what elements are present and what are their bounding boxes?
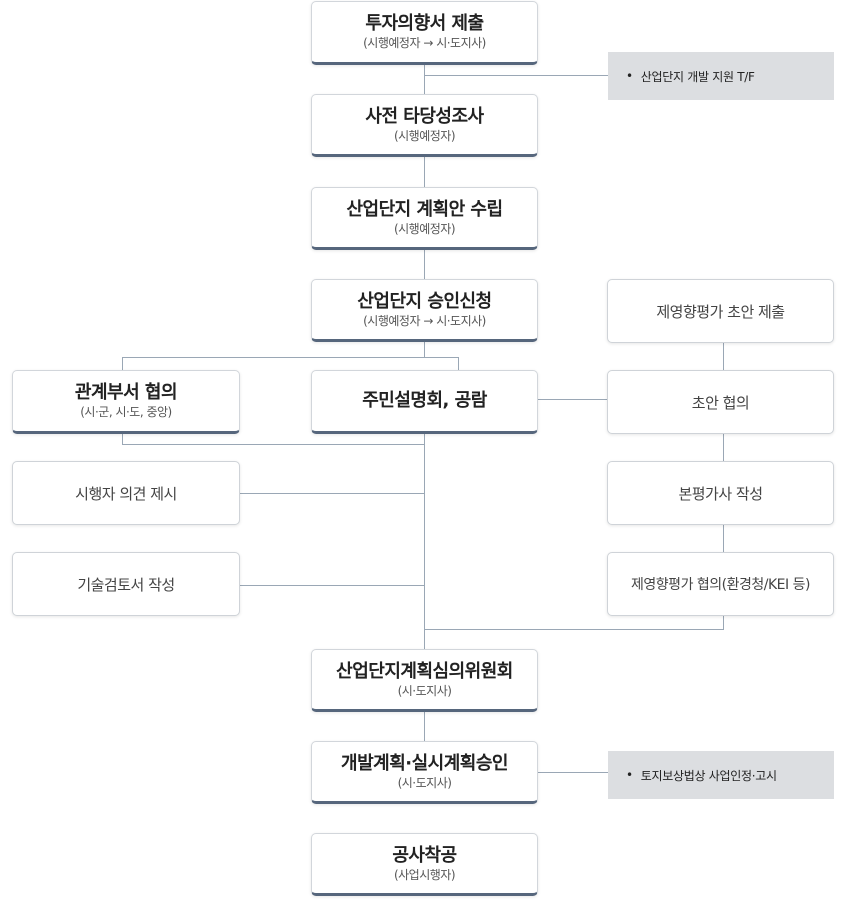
step-title: 개발계획·실시계획승인 (341, 752, 508, 774)
connector-line (240, 585, 424, 586)
connector-line (122, 357, 458, 358)
step-plan-draft: 산업단지 계획안 수립 (시행예정자) (311, 187, 538, 250)
connector-line (424, 341, 425, 357)
step-title: 투자의향서 제출 (365, 13, 484, 34)
step-title: 시행자 의견 제시 (75, 484, 177, 503)
step-subtitle: (시·도지사) (397, 683, 452, 698)
connector-line (424, 711, 425, 741)
step-title: 주민설명회, 공람 (362, 390, 487, 411)
connector-line (122, 433, 123, 444)
step-subtitle: (시행예정자 → 시·도지사) (363, 36, 486, 50)
step-planning-committee: 산업단지계획심의위원회 (시·도지사) (311, 649, 538, 712)
connector-line (723, 343, 724, 371)
env-impact-consultation: 제영향평가 협의(환경청/KEI 등) (607, 552, 834, 616)
connector-line (122, 357, 123, 371)
note-support-tf: • 산업단지 개발 지원 T/F (608, 52, 834, 100)
step-title: 산업단지 승인신청 (357, 290, 492, 312)
step-department-consultation: 관계부서 협의 (시·군, 시·도, 중앙) (12, 370, 240, 434)
step-subtitle: (시행예정자) (393, 221, 456, 236)
step-subtitle: (사업시행자) (393, 867, 456, 882)
step-title: 공사착공 (392, 844, 457, 866)
env-title: 본평가사 작성 (678, 484, 763, 503)
step-title: 산업단지계획심의위원회 (336, 660, 513, 682)
step-title: 관계부서 협의 (74, 382, 178, 403)
env-draft-submission: 제영향평가 초안 제출 (607, 279, 834, 343)
step-approval-request: 산업단지 승인신청 (시행예정자 → 시·도지사) (311, 279, 538, 342)
env-main-assessment: 본평가사 작성 (607, 461, 834, 525)
connector-line (122, 444, 424, 445)
connector-line (240, 493, 424, 494)
connector-line (723, 434, 724, 461)
env-title: 제영향평가 협의(환경청/KEI 등) (631, 577, 810, 593)
env-title: 제영향평가 초안 제출 (656, 302, 785, 321)
env-draft-consultation: 초안 협의 (607, 370, 834, 434)
step-subtitle: (시·군, 시·도, 중앙) (80, 405, 172, 419)
connector-line (723, 525, 724, 552)
step-feasibility-study: 사전 타당성조사 (시행예정자) (311, 94, 538, 157)
note-text: 토지보상법상 사업인정·고시 (640, 768, 777, 783)
step-title: 사전 타당성조사 (365, 105, 484, 127)
env-title: 초안 협의 (691, 393, 750, 412)
step-subtitle: (시·도지사) (397, 775, 452, 790)
connector-line (538, 772, 608, 773)
step-title: 산업단지 계획안 수립 (346, 198, 503, 220)
connector-line (424, 249, 425, 280)
step-public-hearing: 주민설명회, 공람 (311, 370, 538, 434)
note-land-compensation: • 토지보상법상 사업인정·고시 (608, 751, 834, 799)
step-investment-intent: 투자의향서 제출 (시행예정자 → 시·도지사) (311, 1, 538, 65)
connector-line (424, 156, 425, 188)
connector-line (424, 75, 608, 76)
step-subtitle: (시행예정자) (393, 128, 456, 143)
connector-line (723, 616, 724, 630)
step-technical-review: 기술검토서 작성 (12, 552, 240, 616)
connector-line (538, 399, 608, 400)
connector-line (424, 64, 425, 94)
step-construction-start: 공사착공 (사업시행자) (311, 833, 538, 896)
connector-line (424, 629, 724, 630)
bullet-icon: • (626, 768, 633, 782)
step-subtitle: (시행예정자 → 시·도지사) (363, 313, 486, 328)
bullet-icon: • (626, 69, 633, 83)
step-operator-opinion: 시행자 의견 제시 (12, 461, 240, 525)
connector-line (458, 357, 459, 371)
step-plan-approval: 개발계획·실시계획승인 (시·도지사) (311, 741, 538, 804)
connector-line (424, 433, 425, 650)
note-text: 산업단지 개발 지원 T/F (640, 69, 755, 84)
step-title: 기술검토서 작성 (77, 575, 175, 594)
